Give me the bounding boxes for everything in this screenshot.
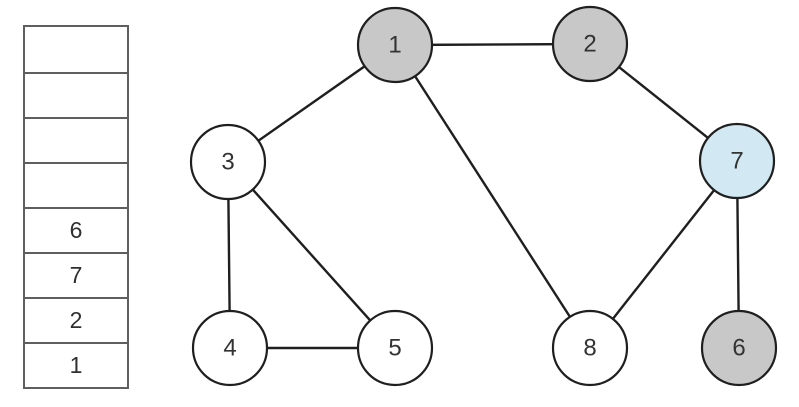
graph-node-2: 2	[551, 5, 629, 83]
graph-node-3: 3	[189, 123, 267, 201]
graph-node-label: 2	[583, 31, 596, 58]
graph-node-circle	[356, 6, 434, 84]
graph-node-label: 6	[732, 335, 745, 362]
graph-node-circle	[700, 309, 778, 387]
graph-node-circle	[551, 309, 629, 387]
graph-node-label: 4	[223, 335, 236, 362]
graph-node-6: 6	[700, 309, 778, 387]
stack-cell: 6	[25, 207, 127, 252]
stack-cell-empty	[25, 117, 127, 162]
stack-cell-empty	[25, 162, 127, 207]
graph-node-8: 8	[551, 309, 629, 387]
graph-node-circle	[189, 123, 267, 201]
graph-node-label: 1	[388, 32, 401, 59]
graph-node-circle	[356, 309, 434, 387]
graph-node-label: 8	[583, 335, 596, 362]
stack-cell-empty	[25, 72, 127, 117]
graph-node-4: 4	[191, 309, 269, 387]
stack-cell-empty	[25, 27, 127, 72]
graph-node-circle	[551, 5, 629, 83]
graph-edge-3-5	[227, 161, 396, 349]
stack-cell: 7	[25, 252, 127, 297]
graph-node-label: 7	[730, 148, 743, 175]
graph-node-circle	[191, 309, 269, 387]
stack-cell: 2	[25, 297, 127, 342]
graph-node-label: 3	[221, 149, 234, 176]
graph-edge-1-8	[393, 44, 592, 349]
stack-cell: 1	[25, 342, 127, 387]
graph-node-circle	[698, 122, 776, 200]
graph-node-label: 5	[388, 335, 401, 362]
graph-node-7: 7	[698, 122, 776, 200]
graph-node-1: 1	[356, 6, 434, 84]
graph-node-5: 5	[356, 309, 434, 387]
graph-edge-7-8	[589, 160, 738, 349]
